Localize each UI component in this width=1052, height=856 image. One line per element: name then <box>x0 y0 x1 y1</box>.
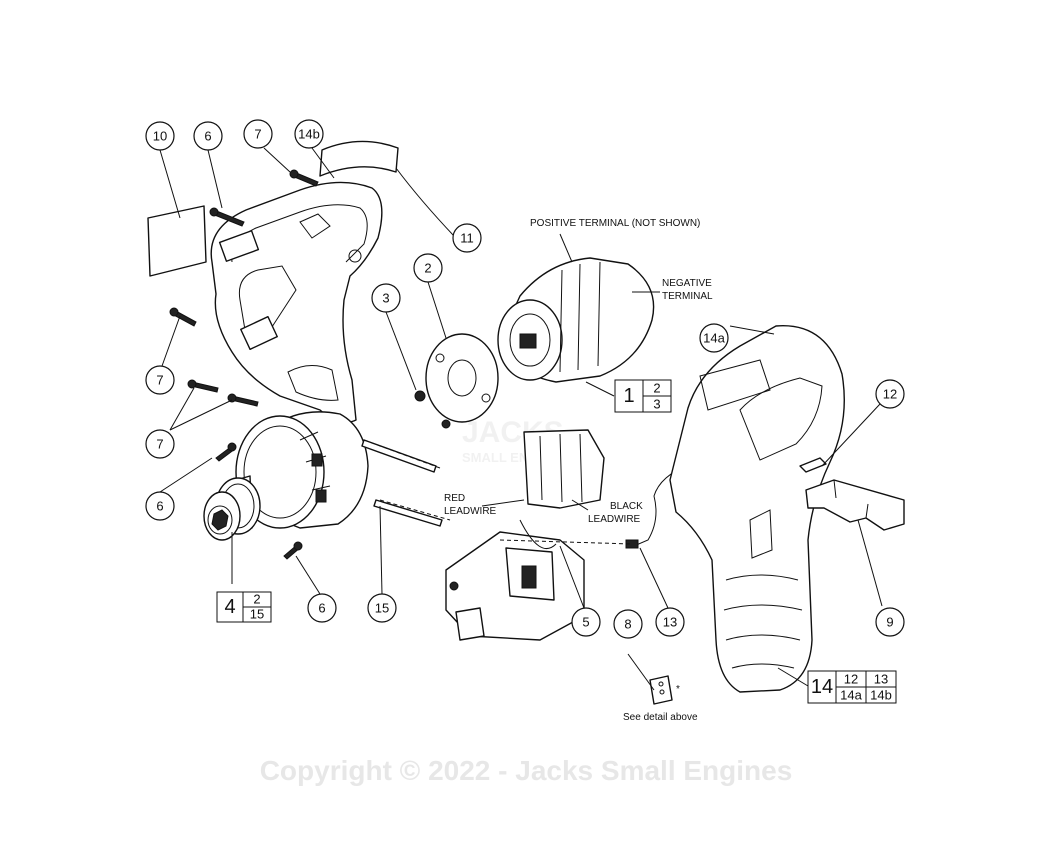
svg-text:12: 12 <box>883 387 897 402</box>
svg-text:7: 7 <box>254 127 261 142</box>
gearbox-assembly <box>203 411 369 541</box>
svg-text:6: 6 <box>204 129 211 144</box>
part-11-nameplate <box>319 140 399 177</box>
svg-text:7: 7 <box>156 437 163 452</box>
callout-6-top: 6 <box>193 121 223 151</box>
svg-text:14a: 14a <box>703 331 725 346</box>
screw-part-7-low <box>227 393 259 407</box>
kit-box-14: 14 12 13 14a 14b <box>807 670 897 704</box>
callout-13: 13 <box>655 607 685 637</box>
svg-text:3: 3 <box>382 291 389 306</box>
svg-text:15: 15 <box>375 601 389 616</box>
callout-3: 3 <box>371 283 401 313</box>
leader-lines <box>159 147 883 691</box>
callout-7-low: 7 <box>145 429 175 459</box>
callout-6-low: 6 <box>307 593 337 623</box>
callout-14b: 14b <box>294 119 324 149</box>
red-leadwire-label-2: LEADWIRE <box>444 506 497 517</box>
callout-5: 5 <box>571 607 601 637</box>
part-2-motor-bracket <box>425 333 499 423</box>
red-leadwire-label-1: RED <box>444 493 465 504</box>
part-9-belt-clip <box>805 479 905 531</box>
see-detail-note: See detail above <box>623 712 698 723</box>
screw-part-3 <box>414 390 451 429</box>
kit-14-top-b: 13 <box>874 672 888 687</box>
kit-box-4: 4 2 15 <box>216 591 272 623</box>
part-5-switch <box>445 429 605 641</box>
screw-part-7-left <box>169 307 197 327</box>
negative-terminal-label-1: NEGATIVE <box>662 278 712 289</box>
svg-text:14b: 14b <box>298 127 320 142</box>
black-leadwire-label-2: LEADWIRE <box>588 514 641 525</box>
positive-terminal-label: POSITIVE TERMINAL (NOT SHOWN) <box>530 218 700 229</box>
black-leadwire-label-1: BLACK <box>610 501 643 512</box>
kit-1-main: 1 <box>623 385 634 407</box>
kit-1-top: 2 <box>653 381 660 396</box>
part-12-clip <box>799 457 827 473</box>
negative-terminal-label-2: TERMINAL <box>662 291 713 302</box>
callout-12: 12 <box>875 379 905 409</box>
left-housing-half <box>210 181 383 424</box>
screw-part-6-low <box>283 541 303 560</box>
kit-4-bottom: 15 <box>250 607 264 622</box>
asterisk-mark: * <box>676 684 680 695</box>
svg-text:2: 2 <box>424 261 431 276</box>
callout-14a: 14a <box>699 323 729 353</box>
right-housing <box>669 325 845 693</box>
svg-text:10: 10 <box>153 129 167 144</box>
callout-7-left: 7 <box>145 365 175 395</box>
svg-text:6: 6 <box>156 499 163 514</box>
callout-10: 10 <box>145 121 175 151</box>
svg-text:11: 11 <box>460 231 474 246</box>
screw-part-6-top <box>209 207 245 227</box>
kit-14-bottom-a: 14a <box>840 688 862 703</box>
kit-14-top-a: 12 <box>844 672 858 687</box>
kit-1-bottom: 3 <box>653 397 660 412</box>
svg-text:13: 13 <box>663 615 677 630</box>
screw-part-6-mid <box>215 442 237 462</box>
callout-9: 9 <box>875 607 905 637</box>
kit-4-top: 2 <box>253 592 260 607</box>
svg-text:8: 8 <box>624 617 631 632</box>
kit-4-main: 4 <box>224 596 235 618</box>
callout-7-top: 7 <box>243 119 273 149</box>
kit-box-1: 1 2 3 <box>614 379 672 413</box>
callout-11: 11 <box>452 223 482 253</box>
svg-text:6: 6 <box>318 601 325 616</box>
kit-14-bottom-b: 14b <box>870 688 892 703</box>
part-10-label <box>147 205 207 277</box>
callout-15: 15 <box>367 593 397 623</box>
svg-text:7: 7 <box>156 373 163 388</box>
part-1-motor <box>497 257 655 383</box>
svg-text:9: 9 <box>886 615 893 630</box>
callout-2: 2 <box>413 253 443 283</box>
part-15-pins <box>361 439 443 527</box>
screw-part-7-top <box>289 169 319 187</box>
svg-text:5: 5 <box>582 615 589 630</box>
callout-8: 8 <box>613 609 643 639</box>
screw-part-7-mid <box>187 379 219 393</box>
copyright-watermark: Copyright © 2022 - Jacks Small Engines <box>260 755 793 786</box>
part-8-plate <box>649 675 673 705</box>
callout-6-mid: 6 <box>145 491 175 521</box>
kit-14-main: 14 <box>811 676 833 698</box>
